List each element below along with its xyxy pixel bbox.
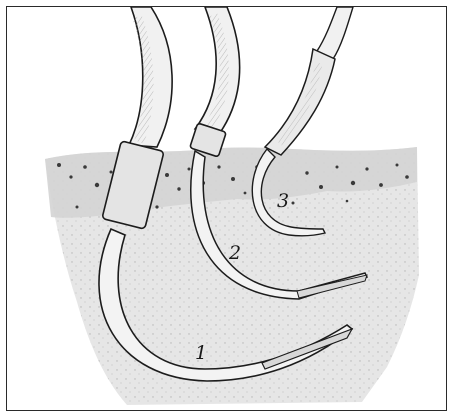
needle-2-label: 2 — [228, 242, 241, 264]
needle-3-collar — [265, 49, 335, 155]
needle-illustration: 1 2 3 — [7, 7, 447, 411]
needle-1-label: 1 — [195, 342, 207, 364]
needle-3-holder — [317, 7, 353, 59]
illustration-frame: 1 2 3 — [6, 6, 447, 411]
needle-3-label: 3 — [277, 190, 289, 212]
